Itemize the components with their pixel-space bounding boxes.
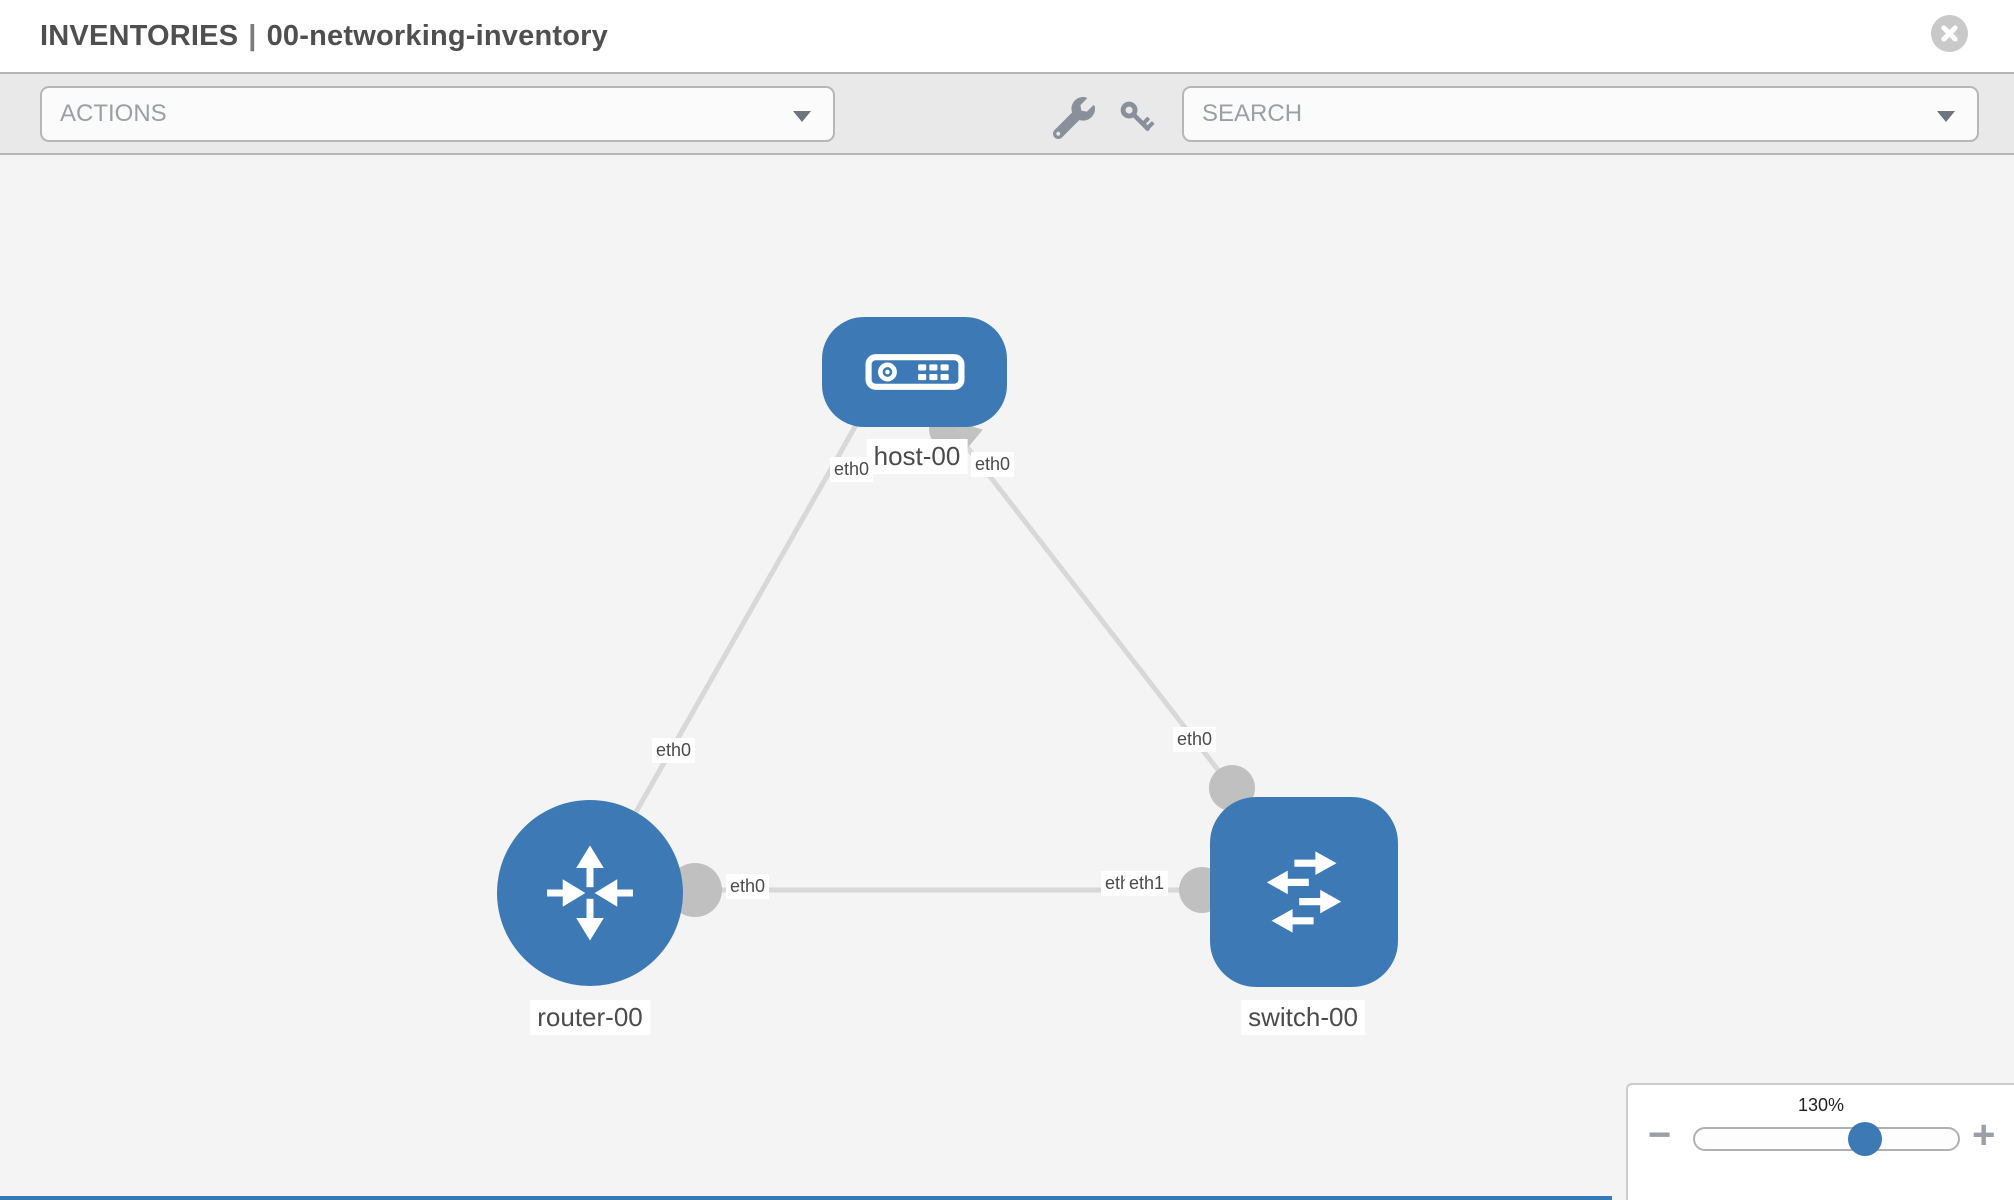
breadcrumb-section: INVENTORIES: [40, 19, 239, 52]
inventory-name: 00-networking-inventory: [266, 19, 608, 52]
node-router-00[interactable]: [497, 800, 683, 986]
credentials-button[interactable]: [1116, 97, 1158, 139]
router-icon: [547, 845, 633, 941]
actions-dropdown-label: ACTIONS: [60, 100, 167, 127]
search-dropdown[interactable]: SEARCH: [1182, 86, 1979, 142]
wrench-icon: [1052, 97, 1095, 140]
node-switch-00[interactable]: [1210, 797, 1398, 987]
zoom-out-button[interactable]: −: [1648, 1113, 1672, 1157]
toolbar: ACTIONS SEARCH: [0, 72, 2014, 155]
node-host-00[interactable]: [822, 317, 1007, 427]
node-label-switch: switch-00: [1241, 1000, 1365, 1035]
interface-label: eth0: [1173, 727, 1217, 752]
zoom-level-value: 130%: [1797, 1095, 1845, 1115]
host-icon: [865, 354, 964, 390]
interface-label: eth0: [652, 738, 696, 763]
chevron-down-icon: [1937, 111, 1955, 122]
configure-tools-button[interactable]: [1052, 97, 1095, 140]
zoom-control-panel: 130% − +: [1626, 1083, 2014, 1200]
page-title: INVENTORIES | 00-networking-inventory: [40, 0, 618, 72]
zoom-slider-thumb[interactable]: [1848, 1122, 1882, 1156]
interface-label: eth0: [830, 457, 874, 482]
key-icon: [1120, 101, 1155, 132]
interface-label: eth0: [726, 874, 770, 899]
zoom-in-button[interactable]: +: [1972, 1113, 1996, 1157]
breadcrumb-separator: |: [248, 19, 257, 52]
interface-label-overlap: eth0 eth1: [1101, 871, 1171, 899]
topology-canvas[interactable]: host-00 router-00 switch-00 eth0 eth0 et…: [0, 155, 2014, 1200]
node-label-router: router-00: [530, 1000, 650, 1035]
chevron-down-icon: [793, 111, 811, 122]
topology-links: [633, 416, 1234, 893]
interface-label: eth1: [1125, 871, 1169, 896]
actions-dropdown[interactable]: ACTIONS: [40, 86, 835, 142]
footer-accent-strip: [0, 1196, 1612, 1200]
close-button[interactable]: [1931, 15, 1968, 52]
node-label-host: host-00: [866, 439, 968, 474]
interface-label: eth0: [971, 452, 1015, 477]
search-placeholder: SEARCH: [1202, 100, 1303, 127]
switch-icon: [1266, 851, 1342, 933]
page-header: INVENTORIES | 00-networking-inventory: [0, 0, 2014, 72]
zoom-slider-track[interactable]: [1693, 1127, 1960, 1151]
